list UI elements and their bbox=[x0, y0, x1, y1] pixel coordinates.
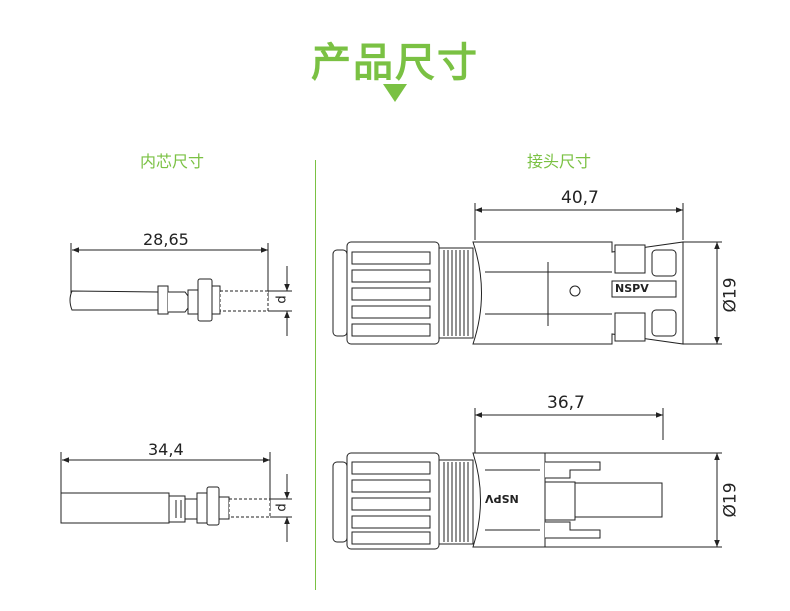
female-pin-length-label: 34,4 bbox=[148, 440, 184, 459]
connector-section-label: 接头尺寸 bbox=[527, 152, 592, 171]
section-divider bbox=[315, 160, 316, 590]
male-connector-diameter-label: Ø19 bbox=[720, 277, 741, 313]
female-connector-drawing bbox=[332, 408, 722, 550]
male-brand-marking: NSPV bbox=[615, 282, 649, 295]
male-pin-length-label: 28,65 bbox=[143, 230, 189, 249]
female-connector-diameter-label: Ø19 bbox=[720, 482, 741, 518]
down-arrow-icon bbox=[383, 84, 407, 102]
male-connector-length-label: 40,7 bbox=[561, 188, 599, 208]
female-connector-length-label: 36,7 bbox=[547, 393, 585, 413]
female-pin-diameter-label: d bbox=[274, 503, 290, 512]
female-brand-marking: NSPV bbox=[485, 492, 519, 505]
female-pin-drawing bbox=[60, 452, 292, 542]
male-pin-diameter-label: d bbox=[274, 295, 290, 304]
page-title: 产品尺寸 bbox=[311, 40, 479, 86]
pin-section-label: 内芯尺寸 bbox=[140, 152, 205, 171]
male-connector-drawing bbox=[332, 203, 722, 345]
male-pin-drawing bbox=[69, 243, 292, 336]
